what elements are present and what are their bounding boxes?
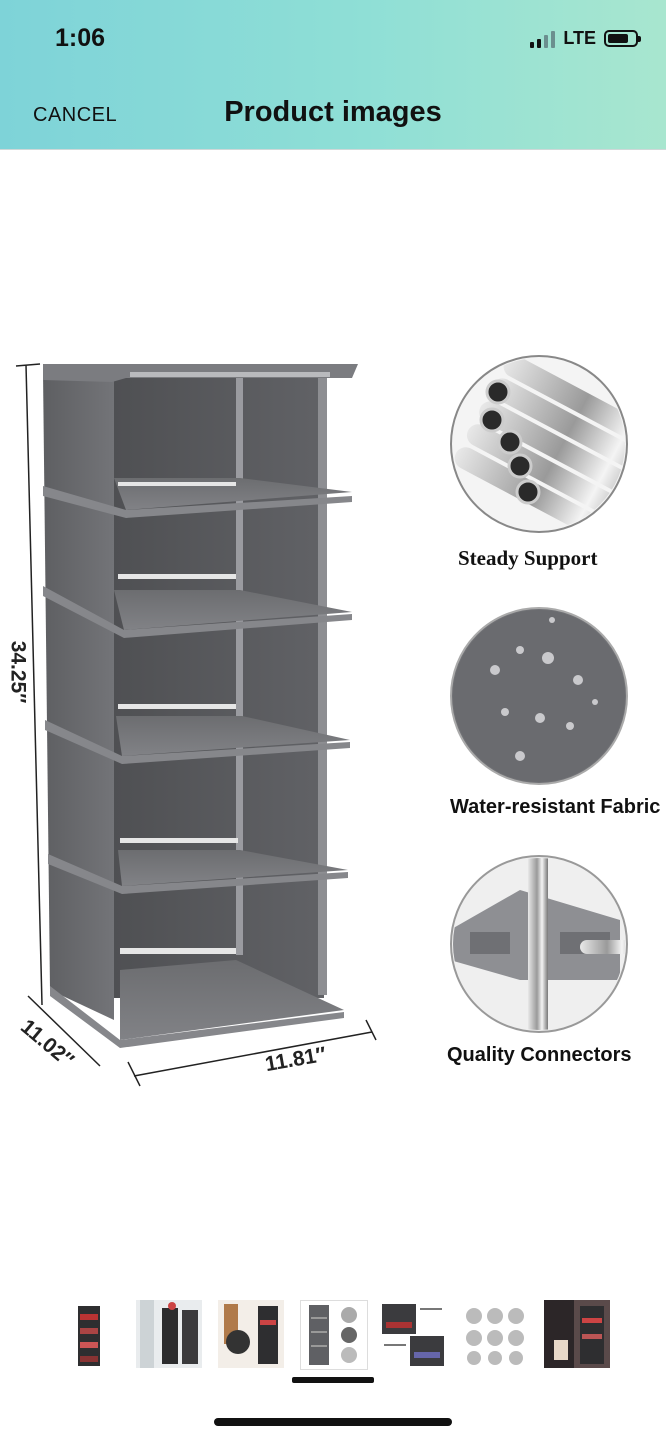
feature-water-resistant-fabric: Water-resistant Fabric xyxy=(450,796,661,818)
height-dimension: 34.25″ xyxy=(6,640,30,704)
header: 1:06 LTE CANCEL Product images xyxy=(0,0,666,150)
feature-quality-connectors: Quality Connectors xyxy=(447,1044,632,1066)
signal-icon xyxy=(530,30,556,48)
thumbnail-7[interactable] xyxy=(544,1300,610,1368)
feature-steady-support: Steady Support xyxy=(458,546,598,570)
thumbnail-3[interactable] xyxy=(218,1300,284,1368)
thumbnail-5[interactable] xyxy=(380,1300,446,1368)
product-image[interactable]: 34.25″ 11.02″ 11.81″ Steady Support Wate… xyxy=(0,320,666,1100)
steel-tubes-icon xyxy=(454,358,625,530)
status-time: 1:06 xyxy=(55,24,106,52)
home-indicator[interactable] xyxy=(214,1418,452,1426)
thumbnail-6[interactable] xyxy=(462,1300,528,1368)
connector-icon xyxy=(453,858,625,1030)
fabric-droplets-icon xyxy=(453,610,625,782)
page-title: Product images xyxy=(224,96,442,128)
thumbnail-2[interactable] xyxy=(136,1300,202,1368)
selected-thumbnail-indicator xyxy=(292,1377,374,1383)
thumbnail-1[interactable] xyxy=(58,1300,124,1368)
shoe-rack-illustration xyxy=(15,355,628,1087)
battery-icon xyxy=(604,30,641,47)
thumbnail-strip xyxy=(0,1298,666,1378)
network-type: LTE xyxy=(563,28,596,48)
cancel-button[interactable]: CANCEL xyxy=(33,104,118,126)
thumbnail-4-selected[interactable] xyxy=(300,1300,368,1370)
status-icons: LTE xyxy=(530,28,641,49)
